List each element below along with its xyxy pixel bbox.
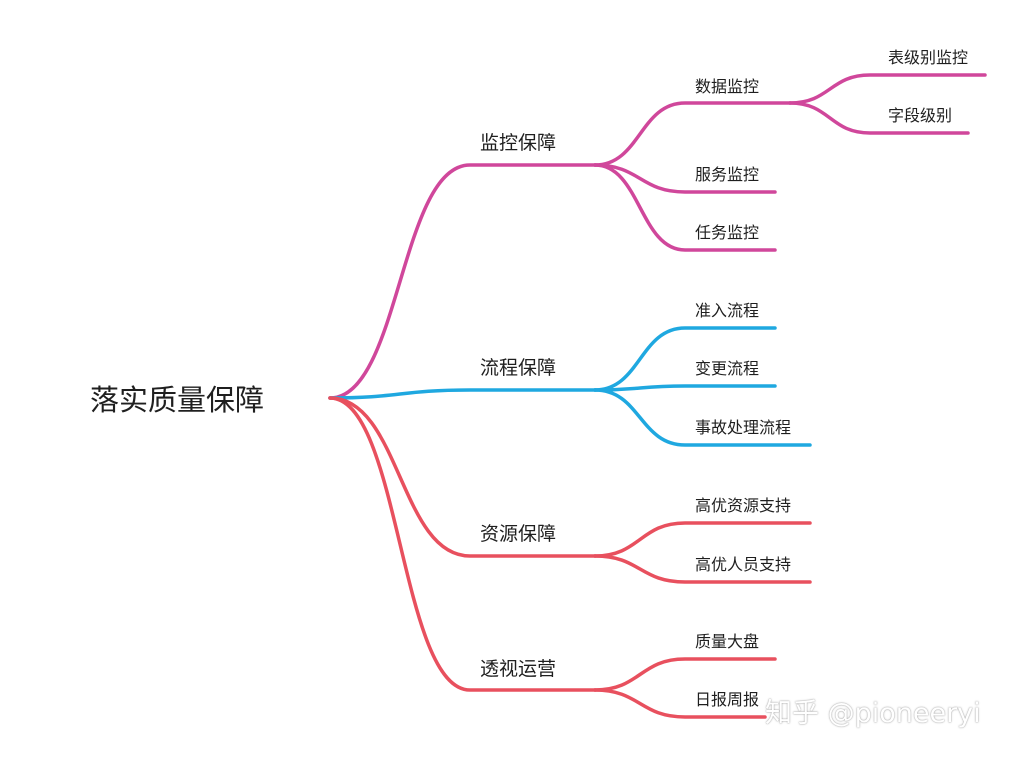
topic-incident-process[interactable]: 事故处理流程 [695,418,792,437]
topic-priority-staff[interactable]: 高优人员支持 [695,555,792,574]
topic-service-monitoring[interactable]: 服务监控 [695,165,760,184]
edge-root-process [328,388,597,400]
topic-quality-dashboard[interactable]: 质量大盘 [695,632,760,651]
edge-resource-priority-res [593,521,812,558]
edge-resource-priority-staff [593,554,812,584]
edge-process-incident [593,388,812,447]
topic-table-level-monitoring[interactable]: 表级别监控 [888,48,969,67]
edge-process-admission [593,326,777,392]
topic-change-process[interactable]: 变更流程 [695,359,760,378]
topic-data-monitoring[interactable]: 数据监控 [695,77,760,96]
edge-operations-report [593,688,767,719]
watermark: 知乎 @pioneeryi [765,698,981,729]
edge-monitoring-data [593,101,792,167]
edge-data-field [788,101,970,135]
branch-operations[interactable]: 透视运营 [480,658,557,680]
edge-monitoring-service [593,163,777,194]
branch-resource[interactable]: 资源保障 [480,523,557,545]
edge-root-monitoring [328,163,597,400]
topic-admission-process[interactable]: 准入流程 [695,301,760,320]
edge-root-operations [328,396,597,692]
topic-priority-resources[interactable]: 高优资源支持 [695,496,792,515]
edge-process-change [593,384,777,392]
edge-operations-dashboard [593,657,777,692]
topic-task-monitoring[interactable]: 任务监控 [695,223,760,242]
edge-data-table [788,73,987,105]
branch-monitoring[interactable]: 监控保障 [480,132,557,154]
topic-field-level[interactable]: 字段级别 [888,106,953,125]
root-node[interactable]: 落实质量保障 [90,383,265,417]
edge-monitoring-task [593,163,777,252]
topic-daily-weekly-report[interactable]: 日报周报 [695,690,760,709]
edge-root-resource [328,396,597,558]
branch-process[interactable]: 流程保障 [480,357,557,379]
